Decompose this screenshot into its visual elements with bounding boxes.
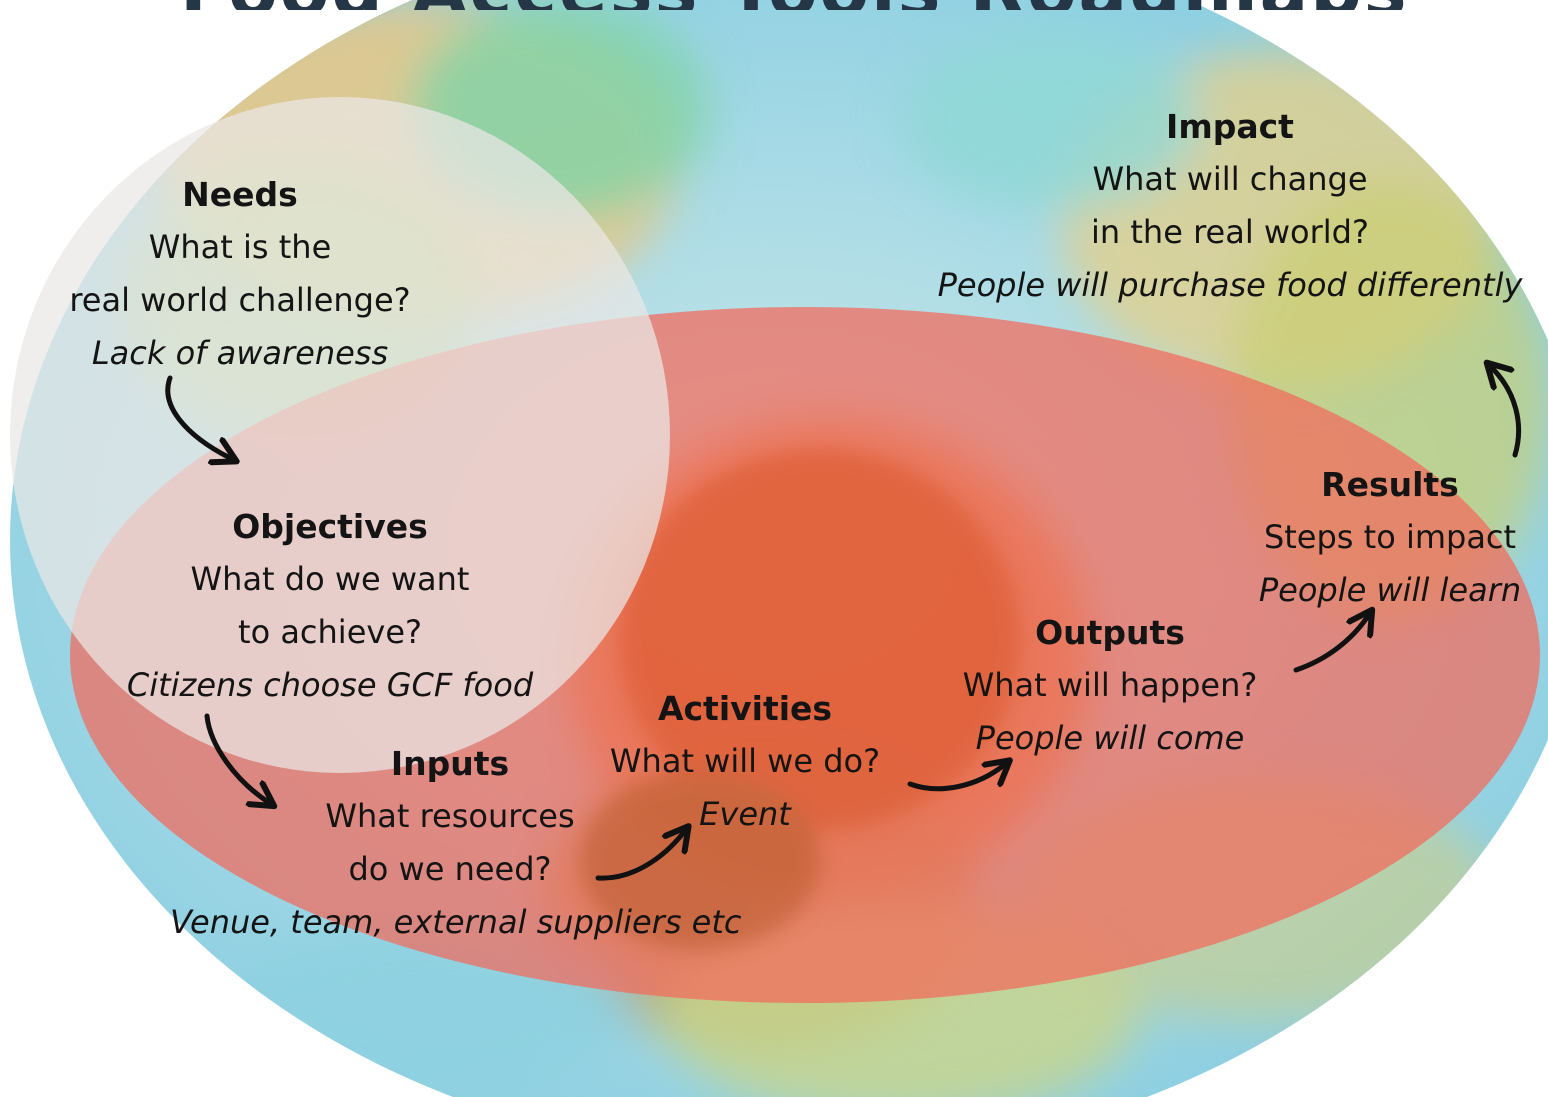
needs-question-line-1: What is the (148, 228, 332, 266)
activities-heading: Activities (657, 689, 833, 728)
grey-region (10, 97, 670, 773)
objectives-heading: Objectives (232, 507, 428, 546)
needs-example: Lack of awareness (91, 334, 389, 372)
outputs-heading: Outputs (1035, 613, 1185, 652)
objectives-example: Citizens choose GCF food (126, 666, 534, 704)
stage-impact: Impact What will change in the real worl… (930, 100, 1530, 312)
results-heading: Results (1321, 465, 1459, 504)
inputs-question-line-1: What resources (325, 797, 575, 835)
activities-question: What will we do? (609, 742, 881, 780)
results-question: Steps to impact (1263, 518, 1517, 556)
inputs-question-line-2: do we need? (348, 850, 552, 888)
title-strip: Food Access Tools Roadmaps (180, 0, 1440, 10)
objectives-question-line-2: to achieve? (238, 613, 422, 651)
impact-heading: Impact (1166, 107, 1294, 146)
page-title: Food Access Tools Roadmaps (180, 0, 1409, 10)
stage-results: Results Steps to impact People will lear… (1250, 458, 1530, 617)
impact-question-line-1: What will change (1092, 160, 1368, 198)
stage-objectives: Objectives What do we want to achieve? C… (120, 500, 540, 712)
inputs-example: Venue, team, external suppliers etc (170, 903, 742, 941)
inputs-heading: Inputs (390, 744, 510, 783)
needs-question-line-2: real world challenge? (69, 281, 411, 319)
stage-activities: Activities What will we do? Event (595, 682, 895, 841)
outputs-question: What will happen? (962, 666, 1258, 704)
results-example: People will learn (1258, 571, 1522, 609)
stage-outputs: Outputs What will happen? People will co… (950, 606, 1270, 765)
activities-example: Event (699, 795, 791, 833)
impact-example: People will purchase food differently (937, 266, 1523, 304)
impact-question-line-2: in the real world? (1091, 213, 1369, 251)
needs-heading: Needs (182, 175, 298, 214)
stage-needs: Needs What is the real world challenge? … (60, 168, 420, 380)
outputs-example: People will come (975, 719, 1245, 757)
stage-inputs: Inputs What resources do we need? Venue,… (170, 737, 742, 949)
objectives-question-line-1: What do we want (190, 560, 470, 598)
